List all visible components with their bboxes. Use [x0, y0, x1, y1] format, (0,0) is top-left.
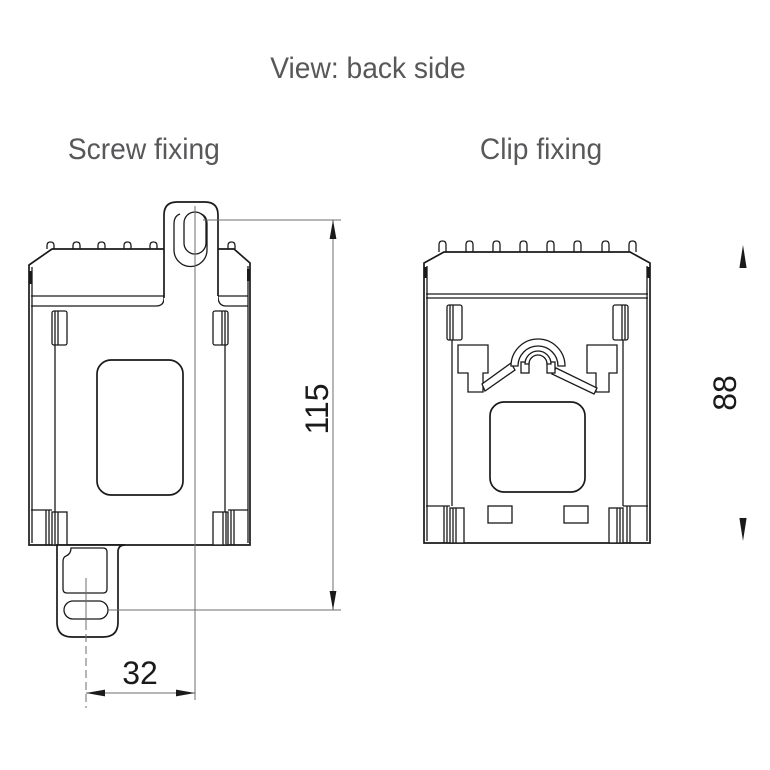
arrow-left-icon: [86, 689, 105, 697]
extension-lines-115: [108, 219, 341, 611]
dimension-32: 32: [86, 655, 195, 697]
arrow-down-icon: [329, 591, 337, 610]
screw-fixing-label-text: Screw fixing: [67, 133, 221, 166]
screw-slot-hole: [183, 211, 207, 255]
bottom-screw-hole: [63, 600, 109, 620]
clip-anchor-left: [457, 344, 489, 393]
top-ribs: [46, 241, 236, 249]
dimension-115-value: 115: [299, 383, 335, 434]
dimension-115: 115: [108, 219, 341, 611]
bottom-corner-details: [426, 505, 648, 544]
body-outline: [28, 248, 251, 546]
bottom-screw-tab: [56, 544, 126, 638]
screw-tab-fill: [164, 202, 218, 310]
clip-arch: [510, 338, 566, 367]
bottom-window-right: [563, 505, 589, 524]
body-inner-edges: [426, 266, 648, 541]
bottom-tab-recess: [62, 547, 108, 594]
view-title-text: View: back side: [270, 52, 466, 85]
screw-fixing-drawing: [28, 201, 251, 708]
body-inner-edges: [31, 266, 249, 543]
label-panel: [489, 401, 586, 493]
side-tab-mark-right: [647, 267, 650, 278]
upper-side-clips: [446, 304, 629, 341]
clip-hook: [524, 350, 552, 365]
dimension-32-value: 32: [122, 655, 158, 691]
inner-walls: [54, 345, 226, 512]
arrow-down-icon: [739, 518, 747, 541]
arrow-right-icon: [176, 689, 195, 697]
band-line-lower: [31, 295, 248, 307]
dimension-88: 88: [707, 245, 747, 541]
band-lines: [426, 293, 648, 299]
clip-fixing-label-text: Clip fixing: [479, 133, 603, 166]
clip-anchor-right: [586, 344, 618, 393]
side-tab-mark-left: [29, 271, 32, 284]
screw-tab-outline: [163, 201, 219, 298]
screw-fixing-label: Screw fixing: [0, 133, 288, 167]
arrow-up-icon: [739, 245, 747, 268]
dimension-88-value: 88: [707, 375, 743, 411]
clip-fixing-label: Clip fixing: [396, 133, 686, 167]
side-tab-mark-left: [424, 267, 427, 278]
side-tab-mark-right: [247, 269, 250, 281]
clip-fixing-drawing: [423, 240, 651, 544]
bottom-corner-details: [31, 509, 248, 546]
view-title: View: back side: [0, 52, 736, 86]
inner-walls: [451, 340, 624, 506]
arrow-up-icon: [329, 220, 337, 239]
bottom-window-left: [487, 505, 513, 524]
din-clip: [510, 338, 566, 374]
body-outline: [423, 251, 651, 544]
upper-side-clips: [51, 310, 229, 346]
clip-arm-left: [481, 362, 516, 392]
label-panel: [96, 359, 184, 496]
top-ribs: [438, 240, 637, 252]
